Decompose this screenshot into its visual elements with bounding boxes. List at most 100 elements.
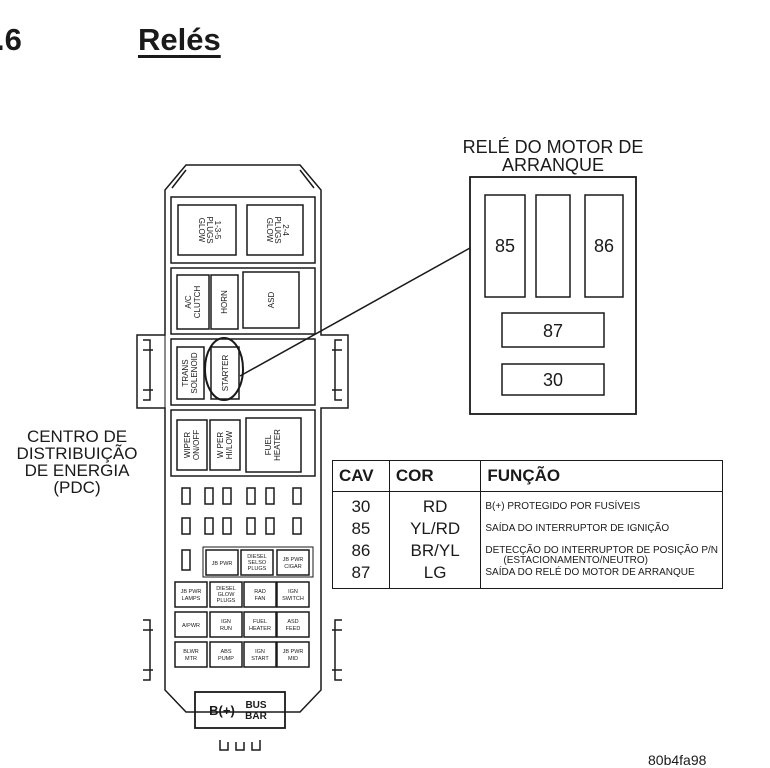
table-header-row: CAV COR FUNÇÃO [332, 460, 723, 492]
cav-cell: 30 [351, 497, 371, 516]
svg-text:1-3-5: 1-3-5 [213, 221, 222, 240]
svg-text:WIPER: WIPER [183, 432, 192, 458]
svg-text:RUN: RUN [220, 626, 232, 632]
svg-text:A/C: A/C [184, 295, 193, 309]
terminal-blank [535, 194, 571, 298]
svg-text:SWITCH: SWITCH [282, 596, 304, 602]
fuel-heater-label: FUEL HEATER [264, 429, 282, 461]
cor-cell: LG [423, 563, 447, 582]
funcao-cell: B(+) PROTEGIDO POR FUSÍVEIS [485, 501, 641, 512]
svg-text:JB PWR: JB PWR [212, 561, 233, 567]
svg-text:TRANS: TRANS [181, 359, 190, 386]
right-latch [332, 339, 342, 401]
svg-text:IGN: IGN [288, 589, 298, 595]
svg-text:HORN: HORN [220, 290, 229, 314]
svg-text:FAN: FAN [255, 596, 266, 602]
header-funcao: FUNÇÃO [480, 460, 723, 492]
bus-bar-terminals [219, 740, 261, 751]
svg-text:PUMP: PUMP [218, 656, 234, 662]
svg-text:HI/LOW: HI/LOW [225, 430, 234, 459]
cor-cell: RD [422, 497, 448, 516]
svg-text:2-4: 2-4 [281, 224, 290, 236]
svg-text:JB PWR: JB PWR [283, 557, 304, 563]
asd-label: ASD [267, 292, 276, 309]
mini-relay [174, 611, 208, 638]
svg-text:DIESEL: DIESEL [216, 586, 236, 592]
svg-text:PLUGS: PLUGS [205, 216, 214, 243]
bus-bar-bplus: B(+) [209, 703, 235, 718]
relay-wiper-onoff [176, 419, 208, 471]
mini-relay [209, 581, 243, 608]
glow-plugs-1-label: GLOW PLUGS 1-3-5 [197, 216, 222, 243]
cor-cell: BR/YL [410, 541, 460, 560]
terminal-85 [484, 194, 526, 298]
relay-ac-clutch [176, 274, 210, 330]
starter-label: STARTER [221, 354, 230, 391]
terminal-86-label: 86 [594, 236, 614, 256]
svg-text:JB PWR: JB PWR [283, 649, 304, 655]
mini-relay [243, 611, 277, 638]
svg-text:LAMPS: LAMPS [182, 596, 201, 602]
mini-relay-labels: JB PWR DIESEL SELSO PLUGS JB PWR CIGAR J… [181, 554, 304, 662]
svg-text:A/PWR: A/PWR [182, 623, 200, 629]
mini-relay [209, 641, 243, 668]
svg-text:DIESEL: DIESEL [247, 554, 267, 560]
mini-relay [276, 611, 310, 638]
svg-text:SELSO: SELSO [248, 560, 267, 566]
svg-text:FUEL: FUEL [253, 619, 267, 625]
relay-fuel-heater [245, 417, 302, 473]
pdc-label-line: DE ENERGIA [24, 461, 130, 480]
svg-text:FEED: FEED [286, 626, 301, 632]
terminal-85-label: 85 [495, 236, 515, 256]
header-cor: COR [388, 460, 482, 492]
mini-relay [243, 581, 277, 608]
relay-horn [210, 274, 239, 330]
starter-highlight-circle [204, 337, 244, 401]
pdc-label-line: CENTRO DE [26, 427, 128, 446]
svg-text:ASD: ASD [267, 292, 276, 309]
mini-relay [174, 581, 208, 608]
svg-text:GLOW: GLOW [265, 218, 274, 243]
pdc-label-line: (PDC) [53, 478, 101, 497]
cav-cell: 86 [351, 541, 371, 560]
svg-text:BLWR: BLWR [183, 649, 199, 655]
svg-text:GLOW: GLOW [218, 592, 236, 598]
terminal-86 [584, 194, 624, 298]
funcao-cell: DETECÇÃO DO INTERRUPTOR DE POSIÇÃO P/N (… [485, 540, 718, 566]
wiper-onoff-label: WIPER ON/OFF [183, 430, 201, 460]
mini-relay [276, 641, 310, 668]
bus-bar-box [194, 691, 286, 729]
cav-cell: 85 [351, 519, 371, 538]
funcao-cell: SAÍDA DO RELÉ DO MOTOR DE ARRANQUE [485, 567, 695, 578]
svg-text:SOLENOID: SOLENOID [190, 352, 199, 394]
svg-text:JB PWR: JB PWR [181, 589, 202, 595]
mini-relay [240, 549, 274, 576]
relay-glow-plugs-1 [177, 204, 237, 256]
figure-id: 80b4fa98 [648, 752, 707, 768]
svg-text:ASD: ASD [287, 619, 298, 625]
terminal-30 [501, 363, 605, 396]
section-number: .6 [0, 22, 22, 57]
pdc-label: CENTRO DE DISTRIBUIÇÃO DE ENERGIA (PDC) [4, 428, 150, 496]
funcao-subtext: (ESTACIONAMENTO/NEUTRO) [503, 555, 649, 566]
fuse-row-2 [181, 517, 302, 535]
svg-text:PLUGS: PLUGS [273, 216, 282, 243]
mini-relay [276, 581, 310, 608]
header-cav: CAV [332, 460, 390, 492]
left-latch [143, 339, 153, 401]
left-lower-latch [143, 619, 153, 681]
mini-relay [205, 549, 239, 576]
right-lower-latch [332, 619, 342, 681]
ac-clutch-label: A/C CLUTCH [184, 286, 202, 319]
svg-text:IGN: IGN [221, 619, 231, 625]
table-body: 30 85 86 87 RD YL/RD BR/YL LG B(+) PROTE… [332, 491, 723, 589]
svg-text:MID: MID [288, 656, 298, 662]
callout-line [239, 247, 471, 377]
terminal-30-label: 30 [543, 370, 563, 390]
mini-relay [276, 549, 310, 576]
bus-bar-bus: BUS [245, 700, 266, 711]
svg-text:PLUGS: PLUGS [248, 566, 267, 572]
svg-text:IGN: IGN [255, 649, 265, 655]
funcao-cell: SAÍDA DO INTERRUPTOR DE IGNIÇÃO [485, 523, 670, 534]
